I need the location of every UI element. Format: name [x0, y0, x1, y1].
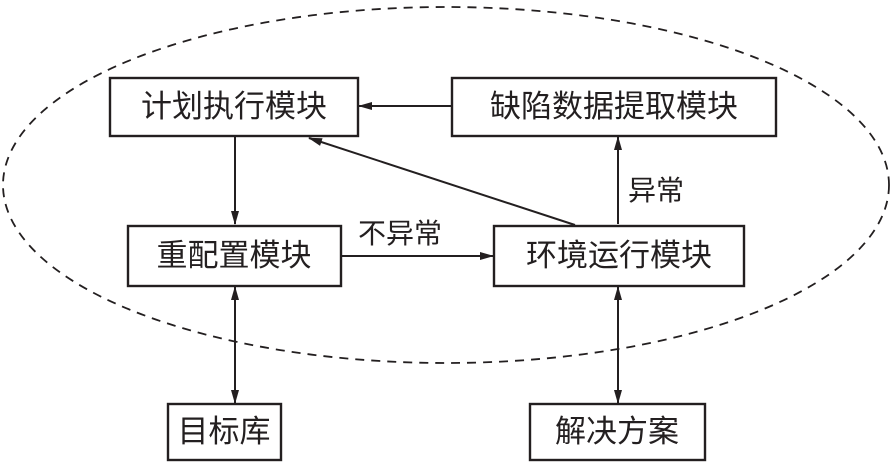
node-reconfig-label: 重配置模块 [157, 238, 312, 274]
node-target-lib-label: 目标库 [178, 414, 271, 450]
edge-label-not-abnormal: 不异常 [358, 217, 442, 250]
node-env-run: 环境运行模块 [492, 224, 746, 288]
node-plan-exec-label: 计划执行模块 [141, 89, 327, 125]
node-env-run-box [492, 224, 746, 288]
node-solution-label: 解决方案 [555, 414, 679, 450]
node-defect-extract-box [450, 76, 778, 138]
node-reconfig-box [126, 224, 343, 288]
node-target-lib-box [166, 402, 283, 462]
node-defect-extract: 缺陷数据提取模块 [450, 76, 778, 138]
node-plan-exec-box [108, 76, 360, 138]
node-defect-extract-label: 缺陷数据提取模块 [490, 89, 738, 125]
node-plan-exec: 计划执行模块 [108, 76, 360, 138]
edges [231, 102, 622, 404]
node-solution-box [528, 402, 707, 462]
edge-label-abnormal: 异常 [628, 174, 684, 207]
edge-env-to-plan [308, 137, 576, 226]
node-env-run-label: 环境运行模块 [526, 238, 712, 274]
node-target-lib: 目标库 [166, 402, 283, 462]
system-boundary-ellipse [2, 6, 890, 364]
node-reconfig: 重配置模块 [126, 224, 343, 288]
node-solution: 解决方案 [528, 402, 707, 462]
